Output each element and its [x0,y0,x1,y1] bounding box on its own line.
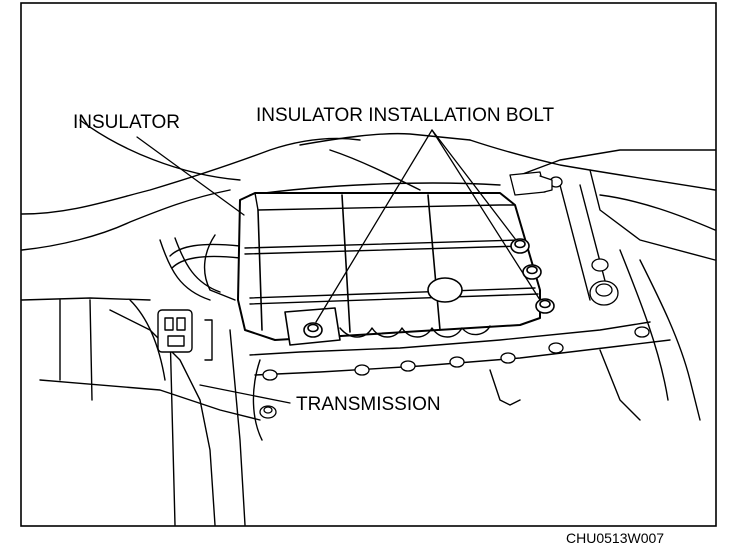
installation-bolts [303,238,555,338]
label-transmission: TRANSMISSION [296,394,441,415]
figure-frame [20,2,717,527]
housing-fasteners [259,171,650,419]
figure-code: CHU0513W007 [566,530,664,546]
engine-bay-lines [21,119,716,526]
bolt-right-top [510,238,530,254]
leader-lines [136,129,541,404]
bolt-right-bottom [535,298,555,314]
label-insulator-installation-bolt: INSULATOR INSTALLATION BOLT [256,105,554,126]
label-insulator: INSULATOR [73,112,180,133]
bolt-right-middle [522,264,542,280]
insulator-cover [237,192,541,346]
bolt-lower-left [303,322,323,338]
